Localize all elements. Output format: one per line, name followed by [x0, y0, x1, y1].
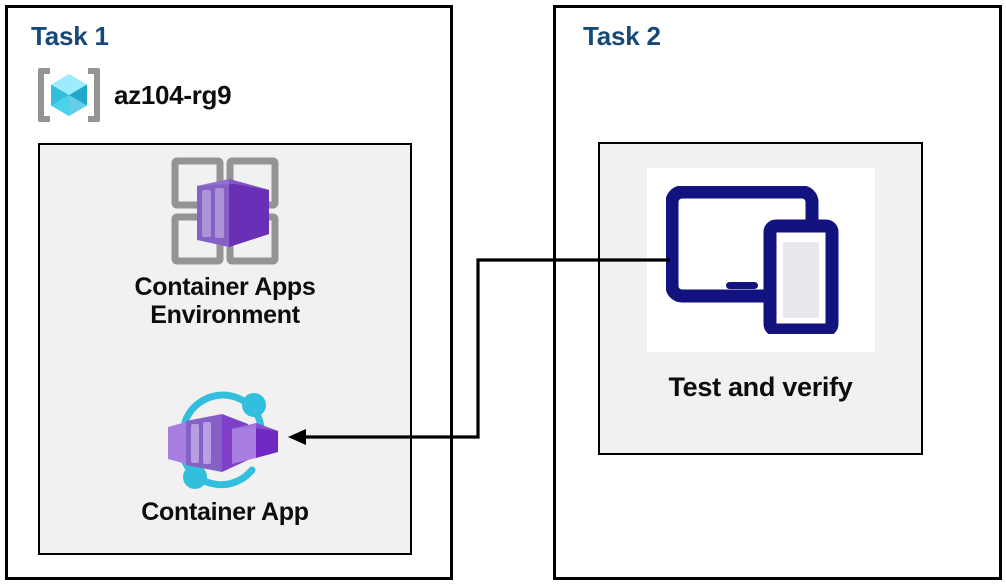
test-and-verify-card: Test and verify: [600, 168, 921, 403]
resource-group-label: az104-rg9: [114, 79, 232, 110]
devices-test-icon: [665, 186, 856, 334]
container-apps-environment-icon: [166, 155, 284, 271]
devices-test-icon-backdrop: [646, 168, 875, 352]
container-apps-environment-label: Container Apps Environment: [135, 273, 316, 329]
resource-container-apps-environment: Container Apps Environment: [40, 155, 410, 329]
container-app-label: Container App: [141, 498, 309, 526]
task-2-title: Task 2: [583, 21, 661, 51]
task-1-inner-panel: Container Apps Environment: [38, 143, 412, 555]
container-app-icon: [160, 388, 290, 496]
resource-container-app: Container App: [40, 388, 410, 526]
task-2-inner-panel: Test and verify: [598, 142, 923, 455]
cae-label-line2: Environment: [150, 301, 300, 329]
resource-group-row: az104-rg9: [36, 64, 232, 126]
resource-group-icon: [36, 64, 102, 126]
task-1-title: Task 1: [31, 21, 109, 51]
test-and-verify-label: Test and verify: [668, 372, 853, 402]
cae-label-line1: Container Apps: [134, 273, 316, 301]
